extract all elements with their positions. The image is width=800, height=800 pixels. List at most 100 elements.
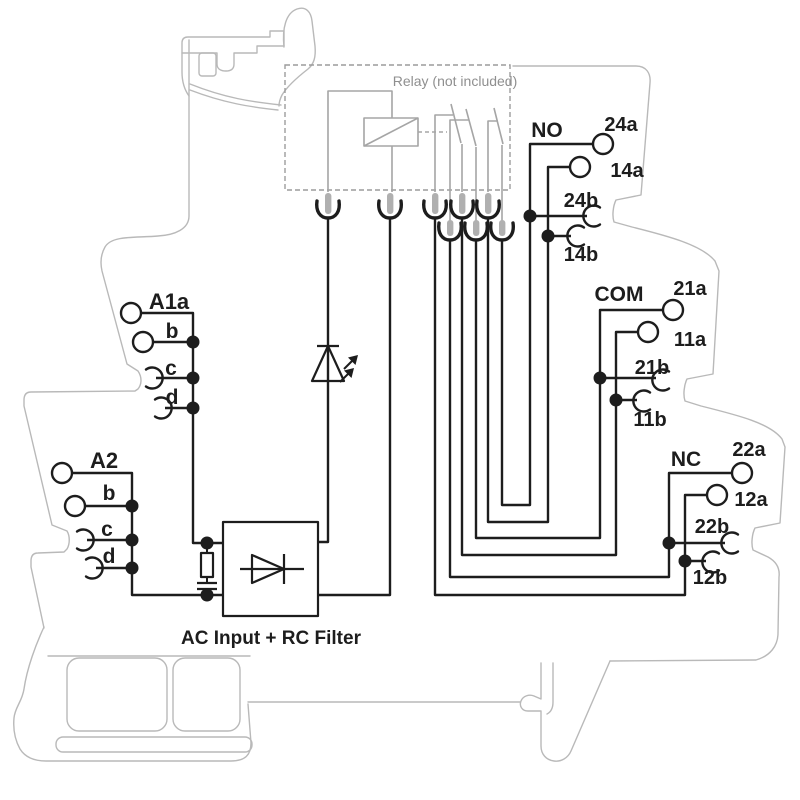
led-arrow-2-head xyxy=(344,368,354,378)
label-a2-b: b xyxy=(103,482,116,505)
relay-dashed-border xyxy=(284,64,511,191)
relay-box: Relay (not included) xyxy=(284,64,518,191)
module-right-edge xyxy=(512,65,786,662)
module-housing xyxy=(13,7,786,762)
label-no: NO xyxy=(531,119,563,142)
junction-24b xyxy=(523,209,537,223)
label-a1-c: c xyxy=(165,357,177,380)
relay-contact-blade-3 xyxy=(493,107,504,145)
relay-pin-11 xyxy=(459,193,466,214)
junction-a2c xyxy=(125,533,139,547)
label-a1-b: b xyxy=(166,320,179,343)
top-clamp-bar xyxy=(181,30,285,97)
module-neck-curve-2 xyxy=(189,89,279,111)
terminal-24a xyxy=(591,132,615,156)
relay-box-label: Relay (not included) xyxy=(393,73,518,89)
wire-24-bus xyxy=(500,142,592,507)
relay-coil-wire xyxy=(327,90,393,192)
terminal-11b xyxy=(632,389,652,413)
right-foot-inner xyxy=(546,662,554,715)
module-left-edge xyxy=(23,39,190,629)
left-foot-window-2 xyxy=(172,657,241,732)
label-a2-c: c xyxy=(101,518,113,541)
terminal-12b xyxy=(701,550,721,574)
label-com: COM xyxy=(595,283,644,306)
top-clamp-hook xyxy=(278,7,316,107)
terminal-a2c xyxy=(75,528,95,552)
junction-22b xyxy=(662,536,676,550)
terminal-21b xyxy=(651,368,671,392)
terminal-a1d xyxy=(153,396,173,420)
wire-12-bus xyxy=(433,217,706,597)
label-a2: A2 xyxy=(90,448,118,473)
terminal-11a xyxy=(636,320,660,344)
junction-dots xyxy=(125,209,692,602)
diode-triangle xyxy=(250,553,286,585)
label-14a: 14a xyxy=(610,160,644,182)
terminals xyxy=(50,132,754,580)
top-clamp-hole xyxy=(198,52,217,77)
led-arrow-1-head xyxy=(348,355,358,365)
socket-cups xyxy=(315,199,515,242)
terminal-a2 xyxy=(50,461,74,485)
terminal-22b xyxy=(720,531,740,555)
label-12b: 12b xyxy=(693,567,727,589)
label-14b: 14b xyxy=(564,244,598,266)
top-clamp-tooth xyxy=(181,45,285,72)
label-11b: 11b xyxy=(633,409,666,431)
label-12a: 12a xyxy=(734,489,768,511)
junction-rc-bottom xyxy=(200,588,214,602)
wire-coil-a1-led xyxy=(318,217,330,544)
terminal-12a xyxy=(705,483,729,507)
led-arrow-1 xyxy=(343,359,354,370)
label-22b: 22b xyxy=(695,516,729,538)
relay-contact-wire-3 xyxy=(449,119,469,192)
wire-21-bus xyxy=(474,239,662,540)
left-foot-slot xyxy=(55,736,253,753)
label-a2-d: d xyxy=(103,545,116,568)
terminal-22a xyxy=(730,461,754,485)
label-21a: 21a xyxy=(673,278,707,300)
relay-pin-24 xyxy=(499,220,506,236)
label-nc: NC xyxy=(671,448,701,471)
left-foot-outline xyxy=(13,626,252,762)
junction-a1c xyxy=(186,371,200,385)
label-a1-d: d xyxy=(166,386,179,409)
wire-11-bus xyxy=(460,217,637,557)
relay-contact-wire-1 xyxy=(434,114,453,192)
ac-filter-box xyxy=(221,520,320,618)
junction-a1d xyxy=(186,401,200,415)
relay-pin-a1 xyxy=(325,193,332,214)
junction-a1b xyxy=(186,335,200,349)
wire-a1-bus xyxy=(142,311,223,545)
label-11a: 11a xyxy=(674,329,707,351)
junction-12b xyxy=(678,554,692,568)
junction-a2d xyxy=(125,561,139,575)
label-22a: 22a xyxy=(732,439,766,461)
wire-coil-a2 xyxy=(318,217,392,597)
led-arrow-2 xyxy=(339,372,350,383)
relay-pin-14 xyxy=(485,193,492,214)
led-triangle xyxy=(310,344,346,383)
terminal-21a xyxy=(661,298,685,322)
capacitor-symbol xyxy=(197,581,217,591)
relay-contact-wire-5 xyxy=(487,120,498,192)
resistor-symbol xyxy=(199,551,215,579)
junction-rc-top xyxy=(200,536,214,550)
terminal-a1b xyxy=(131,330,155,354)
wire-22-bus xyxy=(448,239,731,579)
junction-11b xyxy=(609,393,623,407)
label-21b: 21b xyxy=(635,357,669,379)
terminal-14b xyxy=(566,224,586,248)
relay-pin-22 xyxy=(447,220,454,236)
terminal-a1c xyxy=(144,366,164,390)
label-a1a: A1a xyxy=(149,289,190,314)
junction-21b xyxy=(593,371,607,385)
relay-pin-12 xyxy=(432,193,439,214)
ac-filter-label: AC Input + RC Filter xyxy=(181,628,362,649)
terminal-14a xyxy=(568,155,592,179)
label-24b: 24b xyxy=(564,190,598,212)
circuit-wiring xyxy=(73,142,731,618)
